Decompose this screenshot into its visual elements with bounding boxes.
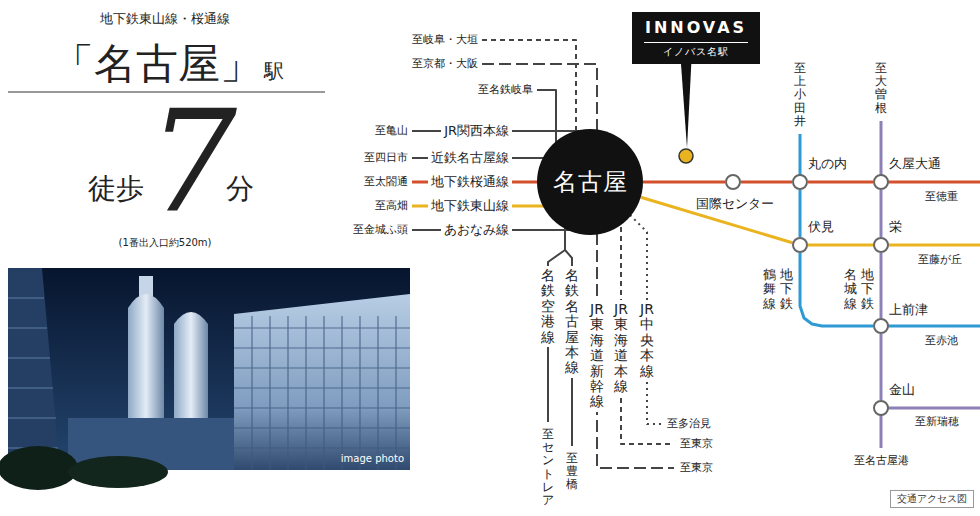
metro-line: [880, 190, 883, 237]
line-name: 地下鉄: [780, 268, 793, 311]
metro-line: [880, 334, 883, 400]
hub-station: 名古屋: [537, 129, 643, 235]
station-name: 国際センター: [696, 196, 774, 212]
destination: 至名古屋港: [854, 454, 909, 469]
destination: 至セントレア: [542, 428, 554, 507]
callout-pointer: [680, 50, 692, 148]
tsurumai-line: [800, 134, 980, 326]
line-name: JR東海道新幹線: [590, 300, 604, 412]
station-circle: 金山: [873, 400, 889, 416]
rail-lines: [412, 40, 980, 468]
station-name: 伏見: [808, 219, 834, 235]
station-name: 久屋大通: [889, 156, 941, 172]
destination: 至亀山: [375, 124, 408, 139]
photo-left-tower: [8, 268, 60, 470]
route-heading: 地下鉄東山線・桜通線: [100, 10, 230, 28]
photo-note: image photo: [341, 452, 404, 466]
destination: 至上小田井: [794, 62, 806, 128]
station-suffix: 駅: [264, 58, 284, 85]
hub-name: 名古屋: [553, 166, 628, 198]
exit-note: (1番出入口約520m): [119, 236, 212, 250]
callout-box: INNOVASイノバス名駅: [632, 12, 760, 64]
destination: 至藤が丘: [918, 253, 962, 268]
building-subname: イノバス名駅: [644, 43, 748, 59]
destination: 至多治見: [667, 417, 711, 432]
destination: 至赤池: [925, 334, 958, 349]
photo-sky: [8, 268, 410, 470]
station-name: 上前津: [889, 302, 928, 318]
destination: 至名鉄岐阜: [478, 83, 533, 98]
destination: 至京都・大阪: [412, 57, 478, 72]
line-name: 名鉄名古屋本線: [565, 266, 579, 378]
station-circle: 栄: [873, 237, 889, 253]
station-circle: 久屋大通: [873, 174, 889, 190]
building-name: INNOVAS: [644, 18, 748, 43]
photo-trees: [68, 456, 168, 488]
destination: 至東京: [680, 461, 713, 476]
destination: 至大曽根: [875, 62, 887, 115]
station-circle: 国際センター: [725, 174, 741, 190]
station-circle: 伏見: [792, 237, 808, 253]
line-name: JR東海道本線: [614, 300, 628, 396]
station-title: 「名古屋」: [52, 36, 262, 93]
higashiyama-line: [881, 244, 980, 247]
minute-unit: 分: [226, 170, 254, 208]
line-name: 名鉄空港線: [541, 266, 555, 347]
metro-line: [800, 253, 873, 326]
line-name: 地下鉄桜通線: [428, 173, 512, 191]
destination: 至太閤通: [364, 175, 408, 190]
sakura-dori-line: [881, 181, 980, 184]
station-name: 栄: [889, 219, 902, 235]
station-name: 金山: [889, 382, 915, 398]
photo-glass-building: [234, 294, 410, 470]
line-name: 名城線: [844, 268, 857, 311]
site-dot: [679, 149, 693, 163]
destination: 至四日市: [364, 151, 408, 166]
destination: 至東京: [680, 437, 713, 452]
destination: 至豊橋: [566, 452, 578, 492]
photo-trees: [0, 446, 78, 490]
destination: 至高畑: [375, 199, 408, 214]
destination: 至岐阜・大垣: [412, 33, 478, 48]
station-circle: 上前津: [873, 318, 889, 334]
metro-line: [808, 244, 873, 247]
line-name: JR関西本線: [441, 122, 512, 140]
night-photo: [0, 268, 410, 490]
meijo-line: [881, 121, 980, 448]
metro-line: [808, 181, 873, 184]
line-name: 近鉄名古屋線: [428, 149, 512, 167]
line-name: あおなみ線: [441, 221, 512, 239]
destination: 至金城ふ頭: [353, 223, 408, 238]
figure-caption: 交通アクセス図: [890, 490, 974, 508]
photo-left-tower-bands: [8, 298, 58, 448]
metro-line: [643, 181, 725, 184]
station-name: 丸の内: [808, 156, 847, 172]
line-name: 鶴舞線: [763, 268, 776, 311]
destination: 至徳重: [925, 190, 958, 205]
line-name: JR中央本線: [640, 300, 654, 381]
line-name: 地下鉄東山線: [428, 197, 512, 215]
destination: 至新瑞穂: [915, 415, 959, 430]
metro-line: [741, 181, 792, 184]
walk-minutes: 7: [148, 92, 237, 232]
walk-label: 徒歩: [88, 170, 144, 208]
metro-line: [799, 190, 802, 237]
metro-line: [880, 253, 883, 318]
station-circle: 丸の内: [792, 174, 808, 190]
jr-chuo-line: [630, 215, 662, 424]
line-name: 地下鉄: [861, 268, 874, 311]
photo-glass-grid: [234, 316, 410, 470]
jr-tokaido-line: [621, 200, 674, 444]
